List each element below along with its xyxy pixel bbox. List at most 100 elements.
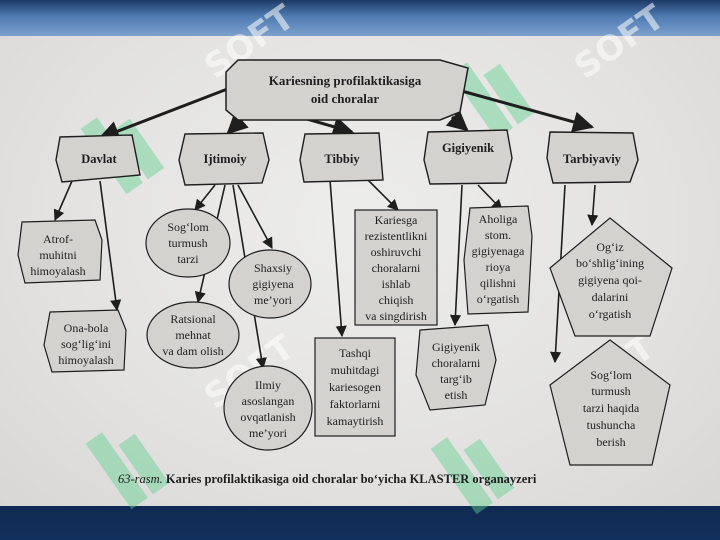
root-line-1: Kariesning profilaktikasiga <box>269 73 422 88</box>
leaf-line: asoslangan <box>242 394 295 408</box>
leaf-pentagon <box>549 217 673 337</box>
leaf-line: o‘rgatish <box>589 307 631 321</box>
leaf-gigiyenik-choralar: Gigiyenik choralarni targ‘ib etish <box>415 324 497 411</box>
leaf-tashqi: Tashqi muhitdagi kariesogen faktorlarni … <box>314 337 396 437</box>
leaf-line: berish <box>596 435 625 449</box>
arrow-gigiyenik-choralar <box>449 184 463 327</box>
leaf-line: Gigiyenik <box>432 340 480 354</box>
category-label-tibbiy: Tibbiy <box>324 152 360 166</box>
category-box <box>178 132 270 186</box>
leaf-line: Sog‘lom <box>167 220 209 234</box>
leaf-line: Ratsional <box>170 312 216 326</box>
leaf-line: choralarni <box>432 356 481 370</box>
caption-text: Karies profilaktikasiga oid choralar bo‘… <box>165 472 537 486</box>
leaf-line: kamaytirish <box>327 414 384 428</box>
leaf-box <box>17 219 103 284</box>
leaf-line: mehnat <box>175 328 211 342</box>
arrow-tarbiyaviy-ogiz <box>587 184 599 227</box>
category-box <box>55 134 141 183</box>
leaf-line: Ona-bola <box>64 321 109 335</box>
arrow-davlat-atrof <box>53 180 73 222</box>
leaf-line: himoyalash <box>58 353 113 367</box>
watermark-logo-icon <box>430 437 515 515</box>
figure-caption: 63-rasm. Karies profilaktikasiga oid cho… <box>118 472 618 487</box>
leaf-box <box>314 337 396 437</box>
leaf-ellipse <box>228 249 312 319</box>
leaf-line: kariesogen <box>329 380 381 394</box>
leaf-line: muhitdagi <box>331 363 380 377</box>
leaf-line: himoyalash <box>30 264 85 278</box>
category-ijtimoiy: Ijtimoiy <box>178 132 270 186</box>
leaf-line: stom. <box>485 228 511 242</box>
watermark-text: SOFT <box>567 0 672 87</box>
top-banner <box>0 0 720 36</box>
leaf-ellipse <box>146 301 240 369</box>
category-gigiyenik: Gigiyenik <box>423 129 513 185</box>
leaf-soglom-tarzi: Sog‘lom turmush tarzi haqida tushuncha b… <box>549 339 671 466</box>
leaf-line: Sog‘lom <box>590 368 632 382</box>
leaf-ilmiy: Ilmiy asoslangan ovqatlanish me’yori <box>223 365 313 451</box>
root-box <box>225 59 469 121</box>
leaf-box <box>463 205 533 315</box>
leaf-atrof: Atrof- muhitni himoyalash <box>17 219 103 284</box>
leaf-line: qilishni <box>480 276 517 290</box>
leaf-aholiga: Aholiga stom. gigiyenaga rioya qilishni … <box>463 205 533 315</box>
leaf-shaxsiy: Shaxsiy gigiyena me’yori <box>228 249 312 319</box>
leaf-line: Aholiga <box>479 212 518 226</box>
arrow-root-tarbiyaviy <box>457 88 595 133</box>
leaf-line: bo‘shlig‘ining <box>576 256 644 270</box>
bottom-banner <box>0 506 720 540</box>
leaf-line: muhitni <box>39 248 77 262</box>
leaf-ellipse <box>145 208 231 278</box>
leaf-box <box>43 309 127 373</box>
arrow-root-gigiyenik <box>445 109 469 132</box>
arrow-davlat-onabola <box>99 180 122 312</box>
leaf-line: o‘rgatish <box>477 292 519 306</box>
leaf-line: chiqish <box>379 293 414 307</box>
leaf-line: Shaxsiy <box>254 261 292 275</box>
leaf-line: Atrof- <box>43 232 73 246</box>
leaf-line: Kariesga <box>375 213 418 227</box>
leaf-line: gigiyena <box>252 277 294 291</box>
leaf-line: gigiyenaga <box>472 244 525 258</box>
leaf-line: me’yori <box>254 293 293 307</box>
category-label-davlat: Davlat <box>81 152 117 166</box>
leaf-soglom: Sog‘lom turmush tarzi <box>145 208 231 278</box>
leaf-pentagon <box>549 339 671 466</box>
leaf-line: gigiyena qoi- <box>578 273 642 287</box>
root-line-2: oid choralar <box>311 91 379 106</box>
leaf-line: ovqatlanish <box>240 410 295 424</box>
leaf-line: rioya <box>486 260 511 274</box>
leaf-line: oshiruvchi <box>371 245 422 259</box>
watermark-logo-icon <box>85 432 170 510</box>
leaf-line: Ilmiy <box>255 378 281 392</box>
leaf-line: Og‘iz <box>596 240 623 254</box>
leaf-ellipse <box>223 365 313 451</box>
caption-number: 63-rasm. <box>118 472 163 486</box>
leaf-line: va dam olish <box>162 344 223 358</box>
leaf-line: faktorlarni <box>330 397 381 411</box>
leaf-line: va singdirish <box>365 309 427 323</box>
leaf-line: rezistentlikni <box>365 229 428 243</box>
leaf-line: etish <box>445 388 468 402</box>
leaf-kariesga: Kariesga rezistentlikni oshiruvchi chora… <box>354 209 438 326</box>
leaf-ratsional: Ratsional mehnat va dam olish <box>146 301 240 369</box>
leaf-box <box>354 209 438 326</box>
leaf-line: tarzi <box>177 252 199 266</box>
arrow-root-davlat <box>98 86 231 142</box>
category-tarbiyaviy: Tarbiyaviy <box>546 131 639 184</box>
leaf-onabola: Ona-bola sog‘lig‘ini himoyalash <box>43 309 127 373</box>
leaf-line: me’yori <box>249 426 288 440</box>
leaf-ogiz: Og‘iz bo‘shlig‘ining gigiyena qoi- dalar… <box>549 217 673 337</box>
root-node: Kariesning profilaktikasiga oid choralar <box>225 59 469 121</box>
category-label-tarbiyaviy: Tarbiyaviy <box>563 152 622 166</box>
leaf-line: sog‘lig‘ini <box>61 337 112 351</box>
category-box <box>423 129 513 185</box>
category-box <box>546 131 639 184</box>
leaf-line: targ‘ib <box>440 372 472 386</box>
leaf-line: tarzi haqida <box>583 401 640 415</box>
category-davlat: Davlat <box>55 134 141 183</box>
category-box <box>299 132 384 183</box>
leaf-line: Tashqi <box>339 346 371 360</box>
